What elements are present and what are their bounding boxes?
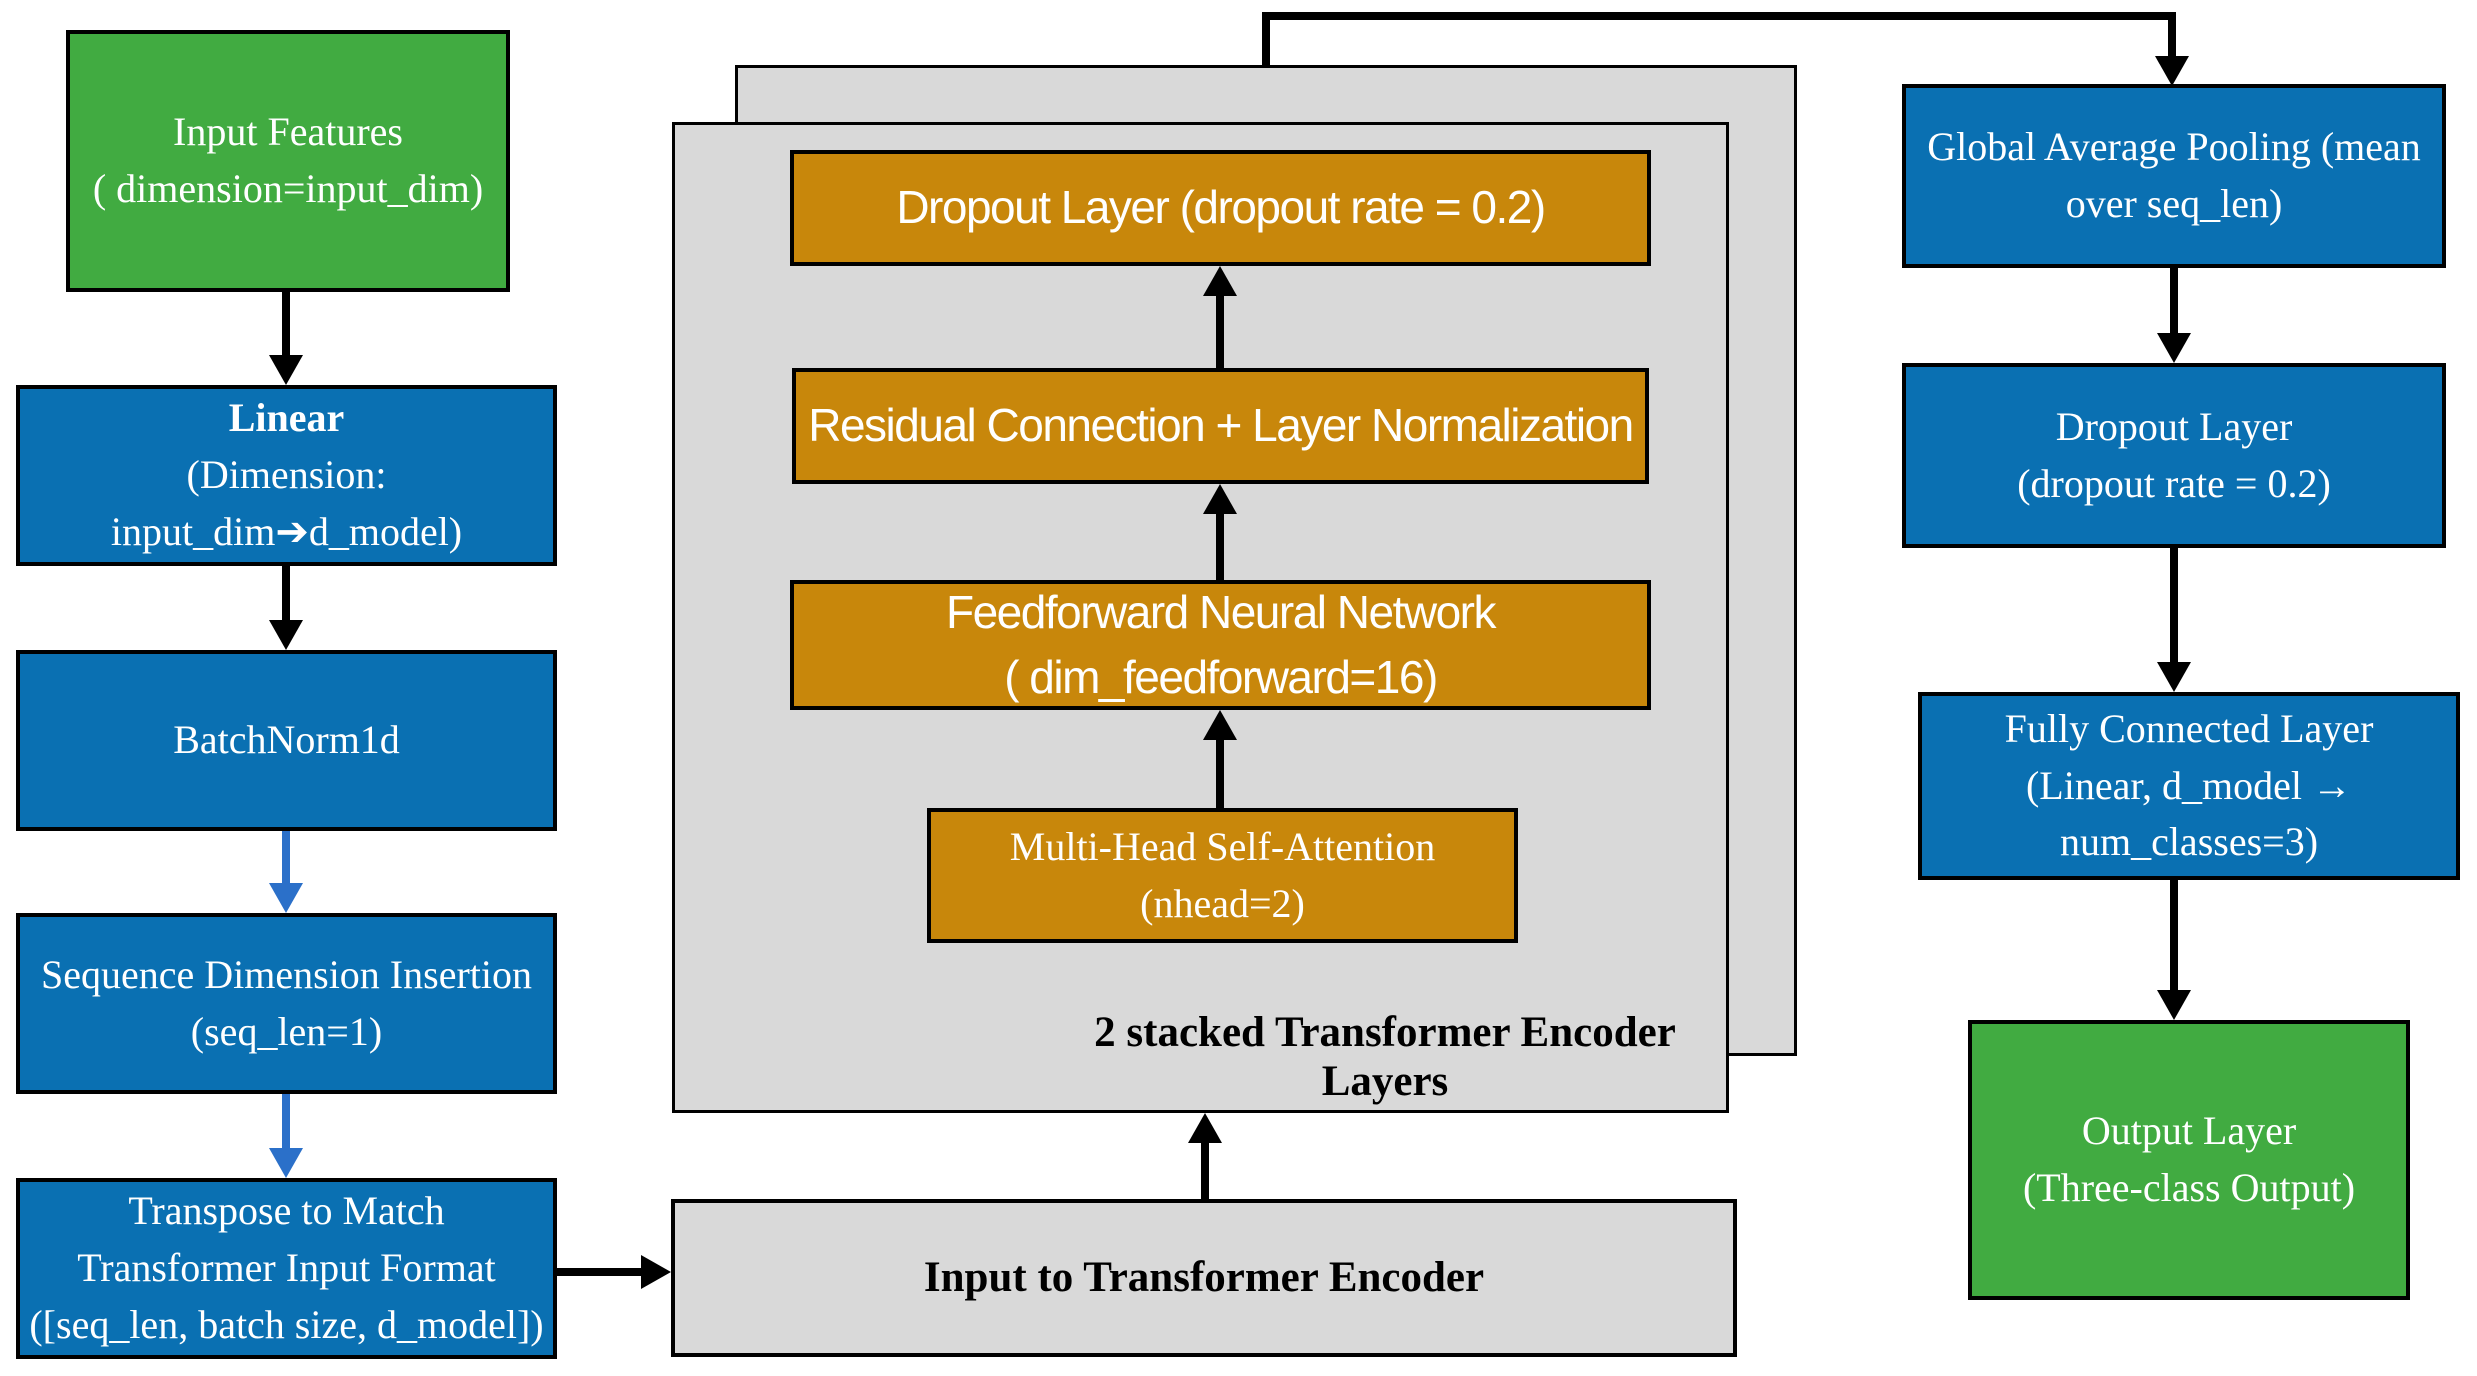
sequence-line1: Sequence Dimension Insertion (41, 951, 532, 997)
transpose-line3: ([seq_len, batch size, d_model]) (29, 1301, 544, 1347)
sequence-insertion-box: Sequence Dimension Insertion (seq_len=1) (16, 913, 557, 1094)
arrow-pooling-to-dropout (2157, 268, 2191, 363)
arrow-batchnorm-to-sequence (269, 831, 303, 913)
arrow-feedforward-to-residual (1203, 484, 1237, 580)
arrow-sequence-to-transpose (269, 1094, 303, 1178)
stacked-layers-caption: 2 stacked Transformer Encoder Layers (1094, 1009, 1676, 1105)
right-dropout-line1: Dropout Layer (2055, 403, 2293, 449)
arrow-fc-to-output (2157, 880, 2191, 1020)
feedforward-line1: Feedforward Neural Network (945, 585, 1497, 638)
sequence-line2: (seq_len=1) (190, 1008, 383, 1054)
fc-line1: Fully Connected Layer (2004, 705, 2374, 751)
residual-norm-box: Residual Connection + Layer Normalizatio… (792, 368, 1649, 484)
feedforward-line2: ( dim_feedforward=16) (1004, 651, 1438, 703)
batchnorm-line1: BatchNorm1d (173, 717, 400, 763)
linear-line2: (Dimension: (186, 452, 387, 498)
output-layer-box: Output Layer (Three-class Output) (1968, 1020, 2410, 1300)
fully-connected-box: Fully Connected Layer (Linear, d_model →… (1918, 692, 2460, 880)
right-dropout-line2: (dropout rate = 0.2) (2017, 460, 2331, 506)
transpose-box: Transpose to Match Transformer Input For… (16, 1178, 557, 1359)
arrow-dropout-to-fc (2157, 548, 2191, 692)
multihead-attention-box: Multi-Head Self-Attention (nhead=2) (927, 808, 1518, 943)
input-features-box: Input Features ( dimension=input_dim) (66, 30, 510, 292)
linear-box: Linear (Dimension: input_dim➔d_model) (16, 385, 557, 566)
linear-line1: Linear (228, 395, 345, 441)
encoder-to-pooling-connector (1262, 12, 2189, 86)
output-line1: Output Layer (2081, 1108, 2297, 1154)
pooling-line2: over seq_len) (2065, 181, 2283, 226)
right-dropout-box: Dropout Layer (dropout rate = 0.2) (1902, 363, 2446, 548)
transpose-line1: Transpose to Match (128, 1188, 445, 1234)
attention-line1: Multi-Head Self-Attention (1009, 823, 1436, 869)
arrow-attention-to-feedforward (1203, 710, 1237, 808)
linear-line3: input_dim➔d_model) (110, 508, 463, 554)
batchnorm-box: BatchNorm1d (16, 650, 557, 831)
pooling-line1: Global Average Pooling (mean (1927, 124, 2421, 170)
encoder-input-box: Input to Transformer Encoder (671, 1199, 1737, 1357)
global-average-pooling-box: Global Average Pooling (mean over seq_le… (1902, 84, 2446, 268)
input-features-line1: Input Features (173, 109, 403, 155)
feedforward-box: Feedforward Neural Network ( dim_feedfor… (790, 580, 1651, 710)
encoder-dropout-box: Dropout Layer (dropout rate = 0.2) (790, 150, 1651, 266)
arrow-input-to-linear (269, 292, 303, 385)
fc-line3: num_classes=3) (2059, 819, 2319, 865)
arrow-linear-to-batchnorm (269, 566, 303, 650)
transpose-line2: Transformer Input Format (77, 1245, 496, 1291)
encoder-input-line1: Input to Transformer Encoder (923, 1254, 1485, 1302)
attention-line2: (nhead=2) (1140, 880, 1305, 926)
residual-line1: Residual Connection + Layer Normalizatio… (808, 399, 1634, 452)
output-line2: (Three-class Output) (2022, 1165, 2356, 1210)
input-features-line2: ( dimension=input_dim) (92, 166, 484, 211)
arrow-residual-to-dropout (1203, 266, 1237, 368)
arrow-transpose-to-encoder-input (557, 1255, 671, 1289)
fc-line2: (Linear, d_model → (2025, 762, 2353, 808)
encoder-dropout-line1: Dropout Layer (dropout rate = 0.2) (896, 181, 1546, 234)
arrow-encoderinput-to-encoder (1188, 1113, 1222, 1199)
